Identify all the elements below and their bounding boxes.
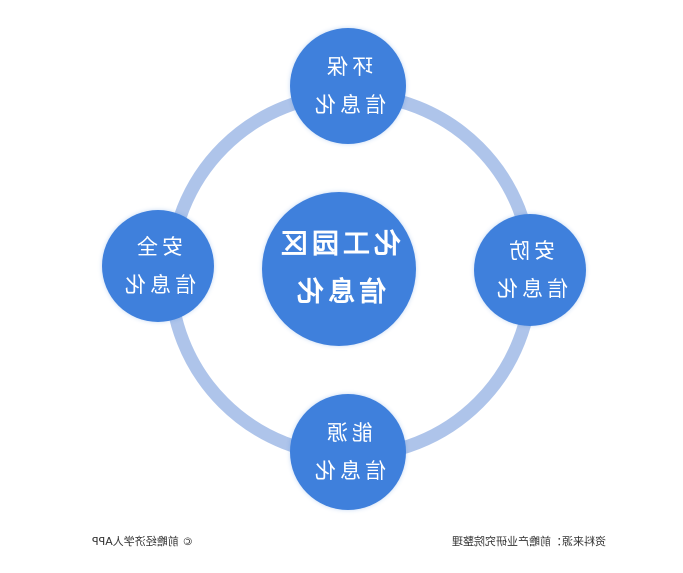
node-right: 安防 信息化 — [474, 214, 586, 326]
center-node: 化工园区 信息化 — [262, 192, 416, 346]
center-subtitle: 信息化 — [292, 277, 386, 308]
node-label: 安防 — [505, 239, 555, 263]
node-sublabel: 信息化 — [310, 93, 386, 117]
node-bottom: 能源 信息化 — [290, 394, 406, 510]
node-sublabel: 信息化 — [310, 459, 386, 483]
node-sublabel: 信息化 — [492, 277, 568, 301]
node-sublabel: 信息化 — [120, 273, 196, 297]
node-label: 环保 — [323, 55, 373, 79]
node-top: 环保 信息化 — [290, 28, 406, 144]
footer-source: 资料来源：前瞻产业研究院整理 — [452, 535, 606, 548]
node-left: 安全 信息化 — [102, 210, 214, 322]
footer-credit: © 前瞻经济学人APP — [92, 535, 194, 548]
node-label: 安全 — [133, 235, 183, 259]
node-label: 能源 — [323, 421, 373, 445]
center-title: 化工园区 — [277, 229, 401, 260]
